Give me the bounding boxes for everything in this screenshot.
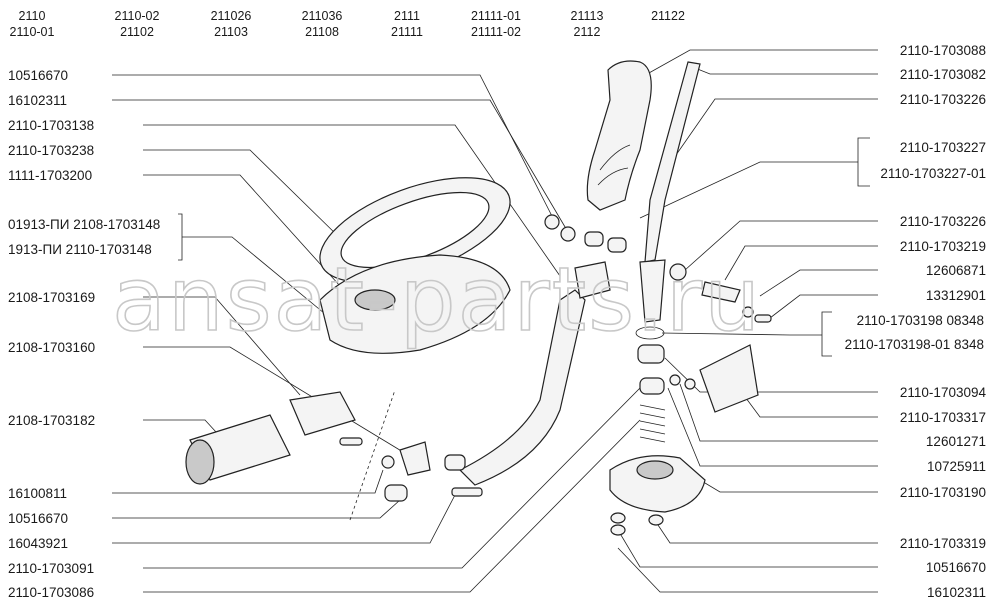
- part-label[interactable]: 16100811: [8, 486, 67, 501]
- model-top-6: 21111-01: [471, 9, 521, 23]
- washer-part: [669, 374, 681, 386]
- parts-artwork: [185, 60, 772, 536]
- label-bracket: [821, 311, 832, 357]
- part-label[interactable]: 2110-1703091: [8, 561, 94, 576]
- part-label[interactable]: 12601271: [926, 434, 986, 449]
- washer-part: [560, 226, 576, 242]
- part-label[interactable]: 2110-1703226: [900, 214, 986, 229]
- part-label[interactable]: 2110-1703190: [900, 485, 986, 500]
- spring-part: [639, 404, 666, 443]
- watermark: ansat-parts.ru: [112, 248, 762, 351]
- bolt-part: [339, 437, 363, 446]
- bushing-part: [637, 344, 665, 364]
- part-label[interactable]: 2110-1703138: [8, 118, 94, 133]
- part-label[interactable]: 16043921: [8, 536, 68, 551]
- clamp-part: [289, 391, 356, 436]
- part-label[interactable]: 10516670: [8, 511, 68, 526]
- nut-part: [610, 512, 626, 524]
- part-label[interactable]: 2108-1703160: [8, 340, 95, 355]
- part-label[interactable]: 2110-1703082: [900, 67, 986, 82]
- pin-part: [701, 281, 741, 303]
- bushing-part: [444, 454, 466, 471]
- bushing-part: [639, 377, 665, 395]
- model-header: 2110 2110-01 2110-02 21102 211026 21103 …: [10, 9, 685, 39]
- lever-rod-part: [644, 61, 701, 263]
- part-label[interactable]: 2110-1703219: [900, 239, 986, 254]
- washer-part: [610, 524, 626, 536]
- part-label[interactable]: 12606871: [926, 263, 986, 278]
- nut-part: [669, 263, 687, 281]
- part-label[interactable]: 01913-ПИ 2108-1703148: [8, 217, 160, 232]
- washer-part: [742, 306, 754, 318]
- right-part-labels: 2110-1703088 2110-1703082 2110-1703226 2…: [821, 43, 987, 600]
- washer-part: [544, 214, 560, 230]
- model-top-1: 2110: [19, 9, 46, 23]
- lever-lower-part: [639, 259, 666, 323]
- housing-part: [609, 455, 706, 513]
- part-label[interactable]: 2110-1703227: [900, 140, 986, 155]
- model-top-3: 211026: [211, 9, 252, 23]
- left-part-labels: 10516670 16102311 2110-1703138 2110-1703…: [8, 68, 183, 600]
- model-top-4: 211036: [302, 9, 343, 23]
- part-label[interactable]: 2110-1703088: [900, 43, 986, 58]
- part-label[interactable]: 16102311: [8, 93, 67, 108]
- part-label[interactable]: 2110-1703226: [900, 92, 986, 107]
- bushing-part: [607, 237, 627, 253]
- plate-part: [699, 344, 759, 413]
- part-label[interactable]: 2110-1703317: [900, 410, 986, 425]
- model-top-2: 2110-02: [115, 9, 160, 23]
- model-top-7: 21113: [571, 9, 604, 23]
- part-label[interactable]: 2108-1703169: [8, 290, 95, 305]
- part-label[interactable]: 2110-1703319: [900, 536, 986, 551]
- knob-part: [586, 60, 652, 211]
- part-label[interactable]: 2110-1703198 08348: [857, 313, 984, 328]
- part-label[interactable]: 1913-ПИ 2110-1703148: [8, 242, 152, 257]
- part-label[interactable]: 2108-1703182: [8, 413, 95, 428]
- part-label[interactable]: 2110-1703227-01: [880, 166, 986, 181]
- part-label[interactable]: 2110-1703086: [8, 585, 94, 600]
- part-label[interactable]: 10725911: [927, 459, 986, 474]
- bracket-part: [399, 441, 431, 476]
- model-bottom-1: 2110-01: [10, 25, 55, 39]
- model-bottom-7: 2112: [574, 25, 601, 39]
- washer-part: [684, 378, 696, 390]
- leader-lines-right: [614, 49, 878, 593]
- bushing-part: [384, 484, 408, 502]
- part-label[interactable]: 10516670: [8, 68, 68, 83]
- part-label[interactable]: 13312901: [926, 288, 986, 303]
- cover-part: [319, 254, 511, 354]
- part-label[interactable]: 16102311: [927, 585, 986, 600]
- model-top-5: 2111: [394, 9, 420, 23]
- part-label[interactable]: 1111-1703200: [8, 168, 92, 183]
- bolt-part: [451, 487, 483, 497]
- part-label[interactable]: 2110-1703238: [8, 143, 94, 158]
- model-bottom-6: 21111-02: [471, 25, 521, 39]
- joint-part: [574, 261, 611, 299]
- part-label[interactable]: 2110-1703094: [900, 385, 987, 400]
- leader-lines-left: [112, 74, 641, 593]
- washer-part: [381, 455, 395, 469]
- model-bottom-5: 21111: [391, 25, 423, 39]
- bushing-part: [584, 231, 604, 247]
- model-bottom-2: 21102: [120, 25, 154, 39]
- cap-part: [648, 514, 664, 526]
- part-label[interactable]: 10516670: [926, 560, 986, 575]
- part-label[interactable]: 2110-1703198-01 8348: [845, 337, 984, 352]
- model-top-8: 21122: [651, 9, 685, 23]
- model-bottom-3: 21103: [214, 25, 248, 39]
- model-bottom-4: 21108: [305, 25, 339, 39]
- bolt-part: [754, 314, 772, 323]
- label-bracket: [857, 137, 870, 187]
